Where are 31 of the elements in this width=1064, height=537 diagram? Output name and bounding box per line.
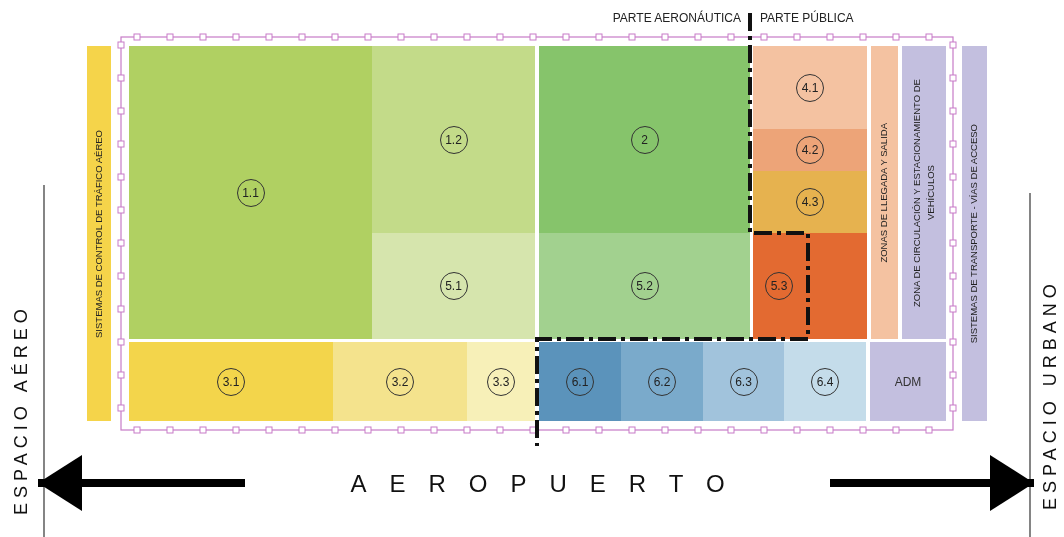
airport-title: AEROPUERTO [349,469,749,499]
zone-block [372,46,535,233]
zone-block [621,342,703,421]
zone-block [753,46,867,129]
zone-block [129,342,333,421]
zone-label: SISTEMAS DE TRANSPORTE - VÍAS DE ACCESO [967,123,981,344]
space-label: ESPACIO AÉREO [6,282,36,537]
zone-block [467,342,535,421]
zone-block [753,171,867,233]
zone-block [539,342,621,421]
zone-label: ZONA DE CIRCULACIÓN Y ESTACIONAMIENTO DE VEHÍCULOS [909,77,937,309]
zone-label: ADM [894,374,922,389]
zone-label: PARTE AERONÁUTICA [612,11,741,25]
zone-label: ZONAS DE LLEGADA Y SALIDA [877,122,891,263]
zone-block [539,46,750,233]
zone-strip [871,46,898,339]
zone-block [539,233,750,339]
zone-strip [962,46,987,421]
zone-label: PARTE PÚBLICA [760,11,854,25]
zone-strip [902,46,946,339]
zone-block [753,233,867,339]
zone-block [372,233,535,339]
zone-strip [87,46,111,421]
space-label: ESPACIO URBANO [1036,252,1064,537]
zone-block [870,342,946,421]
zone-block [784,342,866,421]
zone-block [703,342,784,421]
zone-block [333,342,467,421]
zone-block [753,129,867,171]
zone-label: SISTEMAS DE CONTROL DE TRÁFICO AÉREO [91,129,105,338]
zone-block [129,46,372,339]
